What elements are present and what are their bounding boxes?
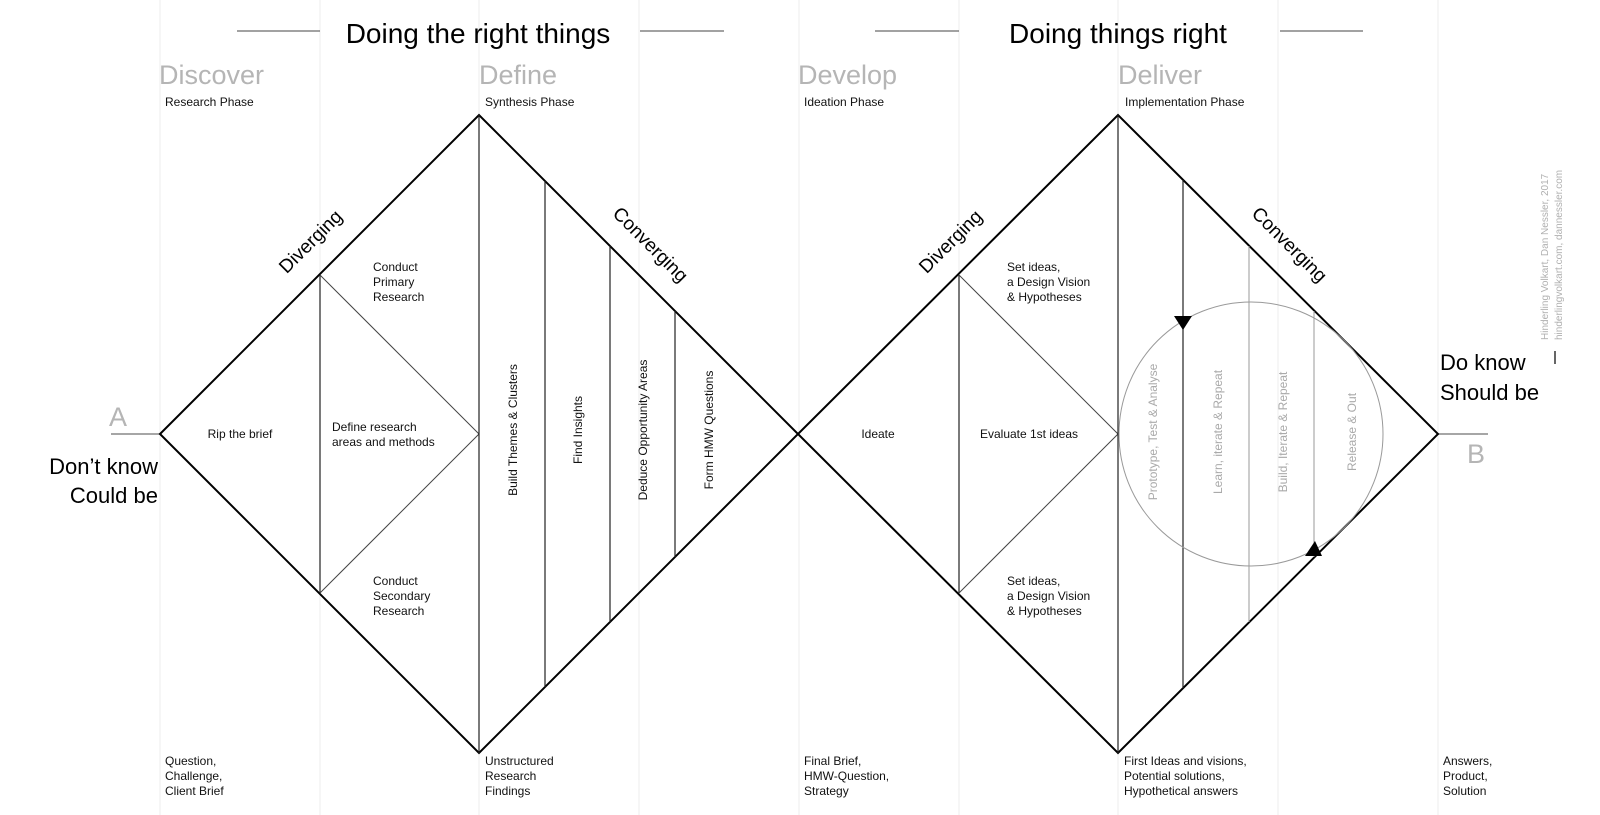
svg-text:Answers,: Answers,: [1443, 754, 1492, 768]
set-ideas-top-line: a Design Vision: [1007, 275, 1090, 289]
loop-arrow-down-icon: [1174, 316, 1192, 330]
primary-research-line: Research: [373, 290, 424, 304]
header-left: Doing the right things: [346, 18, 611, 49]
diverging-label: Diverging: [915, 206, 987, 278]
define-step: Build Themes & Clusters: [506, 364, 520, 496]
svg-text:Research: Research: [485, 769, 536, 783]
phase-title-define: Define: [479, 60, 557, 90]
iteration-loop-circle: [1118, 301, 1384, 567]
svg-text:Solution: Solution: [1443, 784, 1486, 798]
phase-title-discover: Discover: [159, 60, 264, 90]
start-label-line: Could be: [70, 483, 158, 508]
diverging-label: Diverging: [275, 206, 347, 278]
svg-text:Question,: Question,: [165, 754, 216, 768]
define-step: Form HMW Questions: [702, 371, 716, 490]
define-step: Deduce Opportunity Areas: [636, 360, 650, 501]
end-label-line: Should be: [1440, 380, 1539, 405]
output-deliver: First Ideas and visions, Potential solut…: [1124, 754, 1247, 798]
set-ideas-bottom-line: & Hypotheses: [1007, 604, 1082, 618]
cycle-step: Build, Iterate & Repeat: [1276, 371, 1290, 492]
svg-text:Strategy: Strategy: [804, 784, 849, 798]
phase-subtitle-develop: Ideation Phase: [804, 95, 884, 109]
output-develop: Final Brief, HMW-Question, Strategy: [804, 754, 889, 798]
start-letter: A: [109, 402, 127, 432]
svg-text:Challenge,: Challenge,: [165, 769, 222, 783]
set-ideas-top-line: & Hypotheses: [1007, 290, 1082, 304]
phase-title-deliver: Deliver: [1118, 60, 1202, 90]
credit-line: hinderlingvolkart.com, dannessler.com: [1554, 170, 1565, 340]
svg-text:Product,: Product,: [1443, 769, 1488, 783]
define-step: Find Insights: [571, 396, 585, 464]
secondary-research-line: Secondary: [373, 589, 430, 603]
svg-text:HMW-Question,: HMW-Question,: [804, 769, 889, 783]
ideate: Ideate: [861, 427, 895, 441]
cycle-step: Learn, iterate & Repeat: [1211, 369, 1225, 494]
secondary-research-line: Research: [373, 604, 424, 618]
converging-label: Converging: [608, 203, 692, 287]
primary-research-line: Primary: [373, 275, 414, 289]
phase-subtitle-deliver: Implementation Phase: [1125, 95, 1245, 109]
set-ideas-bottom-line: Set ideas,: [1007, 574, 1060, 588]
start-label-line: Don’t know: [49, 454, 158, 479]
loop-arrow-up-icon: [1305, 541, 1322, 556]
header-right: Doing things right: [1009, 18, 1227, 49]
end-letter: B: [1467, 439, 1485, 469]
end-label-line: Do know: [1440, 350, 1526, 375]
cycle-step: Release & Out: [1345, 392, 1359, 471]
cycle-step: Prototype, Test & Analyse: [1146, 363, 1160, 500]
output-discover: Question, Challenge, Client Brief: [165, 754, 224, 798]
phase-title-develop: Develop: [798, 60, 897, 90]
svg-text:First Ideas and visions,: First Ideas and visions,: [1124, 754, 1247, 768]
svg-text:Hypothetical answers: Hypothetical answers: [1124, 784, 1238, 798]
set-ideas-top-line: Set ideas,: [1007, 260, 1060, 274]
secondary-research-line: Conduct: [373, 574, 418, 588]
svg-text:Findings: Findings: [485, 784, 530, 798]
column-guides: [159, 0, 1439, 815]
define-research-line: areas and methods: [332, 435, 435, 449]
output-final: Answers, Product, Solution: [1443, 754, 1492, 798]
evaluate-ideas: Evaluate 1st ideas: [980, 427, 1078, 441]
credit-line: Hinderling Volkart, Dan Nessler, 2017: [1540, 173, 1551, 340]
svg-text:Client Brief: Client Brief: [165, 784, 224, 798]
converging-label: Converging: [1247, 203, 1331, 287]
phase-subtitle-define: Synthesis Phase: [485, 95, 575, 109]
set-ideas-bottom-line: a Design Vision: [1007, 589, 1090, 603]
diamond-develop-deliver: [796, 113, 1440, 755]
svg-text:Final Brief,: Final Brief,: [804, 754, 861, 768]
svg-text:Potential solutions,: Potential solutions,: [1124, 769, 1225, 783]
phase-subtitle-discover: Research Phase: [165, 95, 254, 109]
svg-text:Unstructured: Unstructured: [485, 754, 554, 768]
primary-research-line: Conduct: [373, 260, 418, 274]
define-research-line: Define research: [332, 420, 417, 434]
rip-the-brief: Rip the brief: [208, 427, 273, 441]
output-define: Unstructured Research Findings: [485, 754, 554, 798]
